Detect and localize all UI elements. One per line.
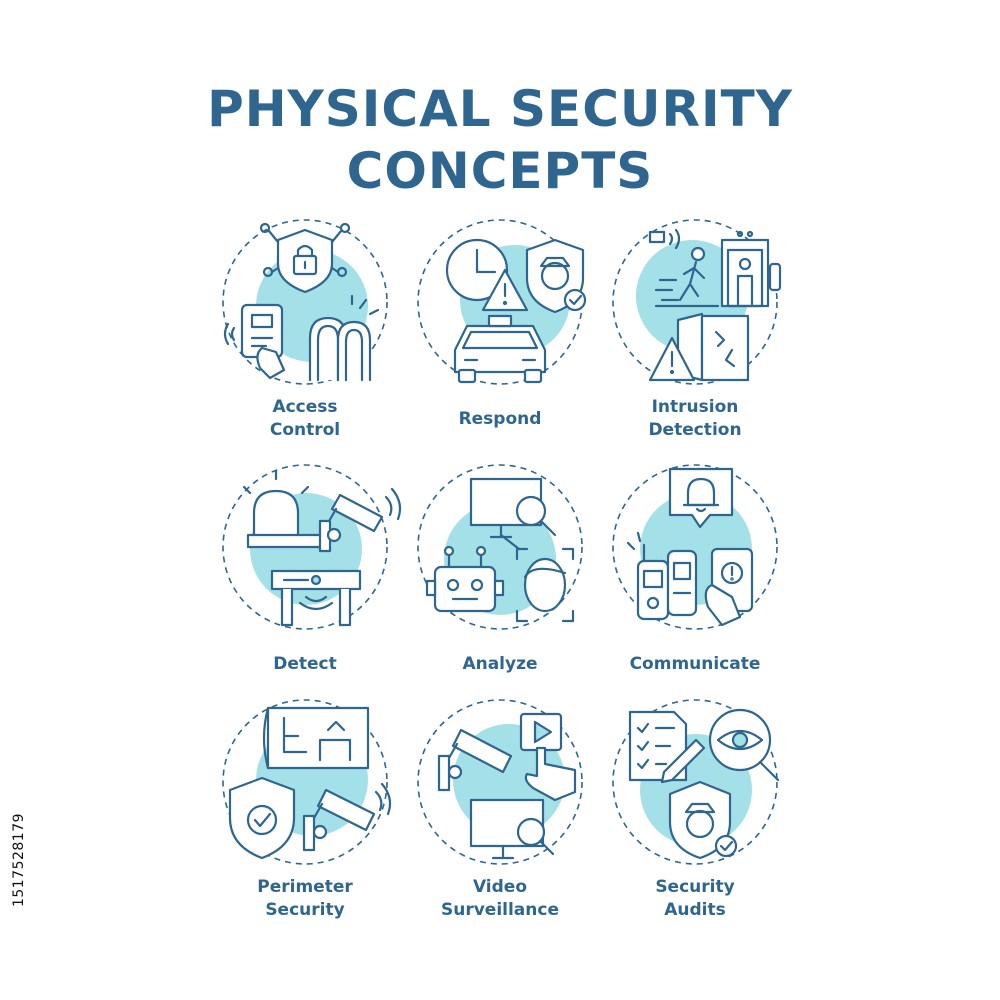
security-camera-icon bbox=[318, 487, 402, 553]
concept-intrusion-detection: Intrusion Detection bbox=[575, 219, 815, 450]
concept-label-line-2: Control bbox=[269, 420, 341, 440]
dashed-ring bbox=[612, 699, 778, 865]
concept-label-line-2: Audits bbox=[664, 900, 726, 920]
concept-label-line-1: Intrusion bbox=[651, 397, 739, 417]
security-camera-icon bbox=[437, 728, 513, 792]
concept-label-line-1: Access bbox=[272, 397, 338, 417]
monitor-search-icon bbox=[469, 798, 555, 860]
title-line-2: CONCEPTS bbox=[346, 142, 654, 200]
walkie-talkie-icon bbox=[626, 531, 698, 621]
warning-icon bbox=[481, 268, 529, 312]
concept-communicate: Communicate bbox=[575, 464, 815, 695]
police-car-icon bbox=[453, 314, 547, 384]
concept-respond: Respond bbox=[380, 219, 620, 450]
concept-label-line-2: Detection bbox=[648, 420, 742, 440]
concept-label-line-1: Security bbox=[655, 877, 735, 897]
clock-icon bbox=[445, 238, 509, 302]
concept-label: Analyze bbox=[380, 653, 620, 676]
concept-label: Intrusion Detection bbox=[575, 396, 815, 442]
alarm-siren-icon bbox=[242, 469, 328, 549]
concept-label: Video Surveillance bbox=[380, 876, 620, 922]
dashed-ring bbox=[417, 464, 583, 630]
access-control-illustration bbox=[222, 219, 388, 385]
analyze-illustration bbox=[417, 464, 583, 630]
concept-label-line-2: Surveillance bbox=[440, 900, 559, 920]
notification-bell-icon bbox=[668, 467, 734, 529]
perimeter-security-illustration bbox=[222, 699, 392, 865]
concept-label: Respond bbox=[380, 408, 620, 431]
floor-plan-icon bbox=[262, 706, 370, 770]
concept-access-control: Access Control bbox=[185, 219, 425, 450]
security-camera-icon bbox=[302, 782, 392, 852]
dashed-ring bbox=[222, 219, 388, 385]
concept-label-line-1: Respond bbox=[458, 409, 542, 429]
motion-sensor-icon bbox=[648, 228, 681, 250]
guard-shield-icon bbox=[668, 780, 738, 860]
security-gate-icon bbox=[308, 294, 380, 382]
concept-label-line-1: Perimeter bbox=[257, 877, 353, 897]
metal-detector-icon bbox=[720, 230, 782, 308]
concept-label: Communicate bbox=[575, 653, 815, 676]
monitor-search-icon bbox=[469, 477, 557, 539]
concept-label: Access Control bbox=[185, 396, 425, 442]
dashed-ring bbox=[417, 699, 583, 865]
dashed-ring bbox=[222, 464, 388, 630]
concept-label: Security Audits bbox=[575, 876, 815, 922]
card-reader-icon bbox=[223, 303, 286, 380]
concept-detect: Detect bbox=[185, 464, 425, 695]
phone-alert-icon bbox=[704, 547, 754, 627]
face-scan-icon bbox=[499, 533, 575, 623]
respond-illustration bbox=[417, 219, 587, 385]
communicate-illustration bbox=[612, 464, 778, 630]
concept-perimeter-security: Perimeter Security bbox=[185, 699, 425, 930]
concept-label-line-1: Communicate bbox=[629, 654, 761, 674]
security-audits-illustration bbox=[612, 699, 780, 865]
concept-video-surveillance: Video Surveillance bbox=[380, 699, 620, 930]
dashed-ring bbox=[612, 464, 778, 630]
concept-label-line-2: Security bbox=[265, 900, 345, 920]
guard-shield-icon bbox=[525, 238, 587, 314]
laser-table-icon bbox=[270, 569, 362, 627]
concept-label: Detect bbox=[185, 653, 425, 676]
play-button-icon bbox=[519, 712, 577, 802]
concept-label: Perimeter Security bbox=[185, 876, 425, 922]
stock-image-id-text: 1517528179 bbox=[11, 812, 27, 908]
checked-shield-icon bbox=[228, 776, 296, 860]
warning-icon bbox=[648, 336, 696, 382]
concept-label-line-1: Video bbox=[472, 877, 528, 897]
concept-security-audits: Security Audits bbox=[575, 699, 815, 930]
concept-label-line-1: Detect bbox=[273, 654, 337, 674]
checklist-icon bbox=[628, 710, 706, 784]
eye-magnifier-icon bbox=[708, 708, 780, 782]
detect-illustration bbox=[222, 464, 402, 630]
stock-image-id: 1517528179 bbox=[4, 760, 34, 960]
concept-analyze: Analyze bbox=[380, 464, 620, 695]
running-person-icon bbox=[654, 246, 720, 308]
video-surveillance-illustration bbox=[417, 699, 583, 865]
concept-label-line-1: Analyze bbox=[462, 654, 538, 674]
shield-lock-icon bbox=[259, 222, 351, 294]
page-title: PHYSICAL SECURITY CONCEPTS bbox=[0, 78, 1000, 202]
robot-icon bbox=[425, 545, 505, 613]
title-line-1: PHYSICAL SECURITY bbox=[207, 80, 793, 138]
dashed-ring bbox=[612, 219, 778, 385]
intrusion-detection-illustration bbox=[612, 219, 782, 385]
dashed-ring bbox=[222, 699, 388, 865]
